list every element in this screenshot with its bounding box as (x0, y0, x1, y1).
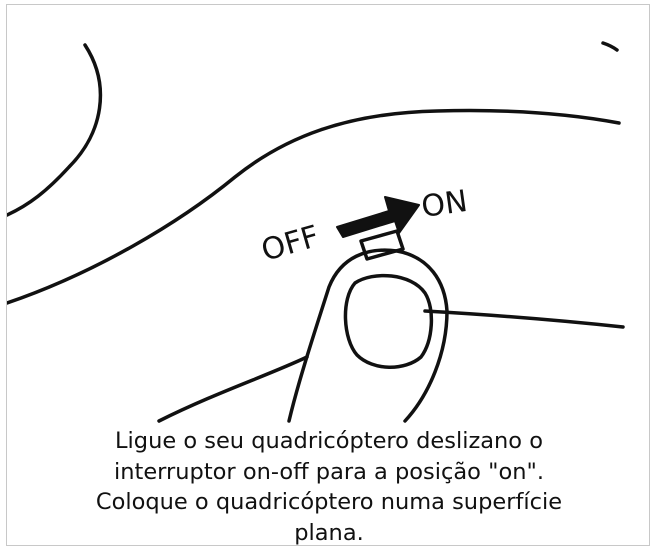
body-outline-left (7, 43, 103, 217)
switch-on-label: ON (419, 184, 469, 225)
switch-off-label: OFF (258, 219, 324, 269)
body-outline-lower (423, 309, 625, 329)
direction-arrow-icon (336, 196, 420, 238)
body-outline-upper (7, 108, 621, 305)
switch-knob (359, 229, 405, 261)
power-switch-illustration: OFF ON (7, 41, 625, 423)
caption-line: interruptor on-off para a posição "on". (114, 458, 544, 485)
hand-outline (157, 355, 309, 423)
fingernail (343, 273, 434, 369)
instruction-caption: Ligue o seu quadricóptero deslizano o in… (7, 426, 649, 546)
body-outline-corner (601, 41, 619, 52)
instruction-panel: OFF ON Ligue o seu quadricóptero desliza… (6, 4, 650, 546)
caption-line: Coloque o quadricóptero numa superfície (95, 489, 563, 515)
caption-line: plana. (294, 519, 364, 546)
caption-line: Ligue o seu quadricóptero deslizano o (115, 428, 543, 454)
